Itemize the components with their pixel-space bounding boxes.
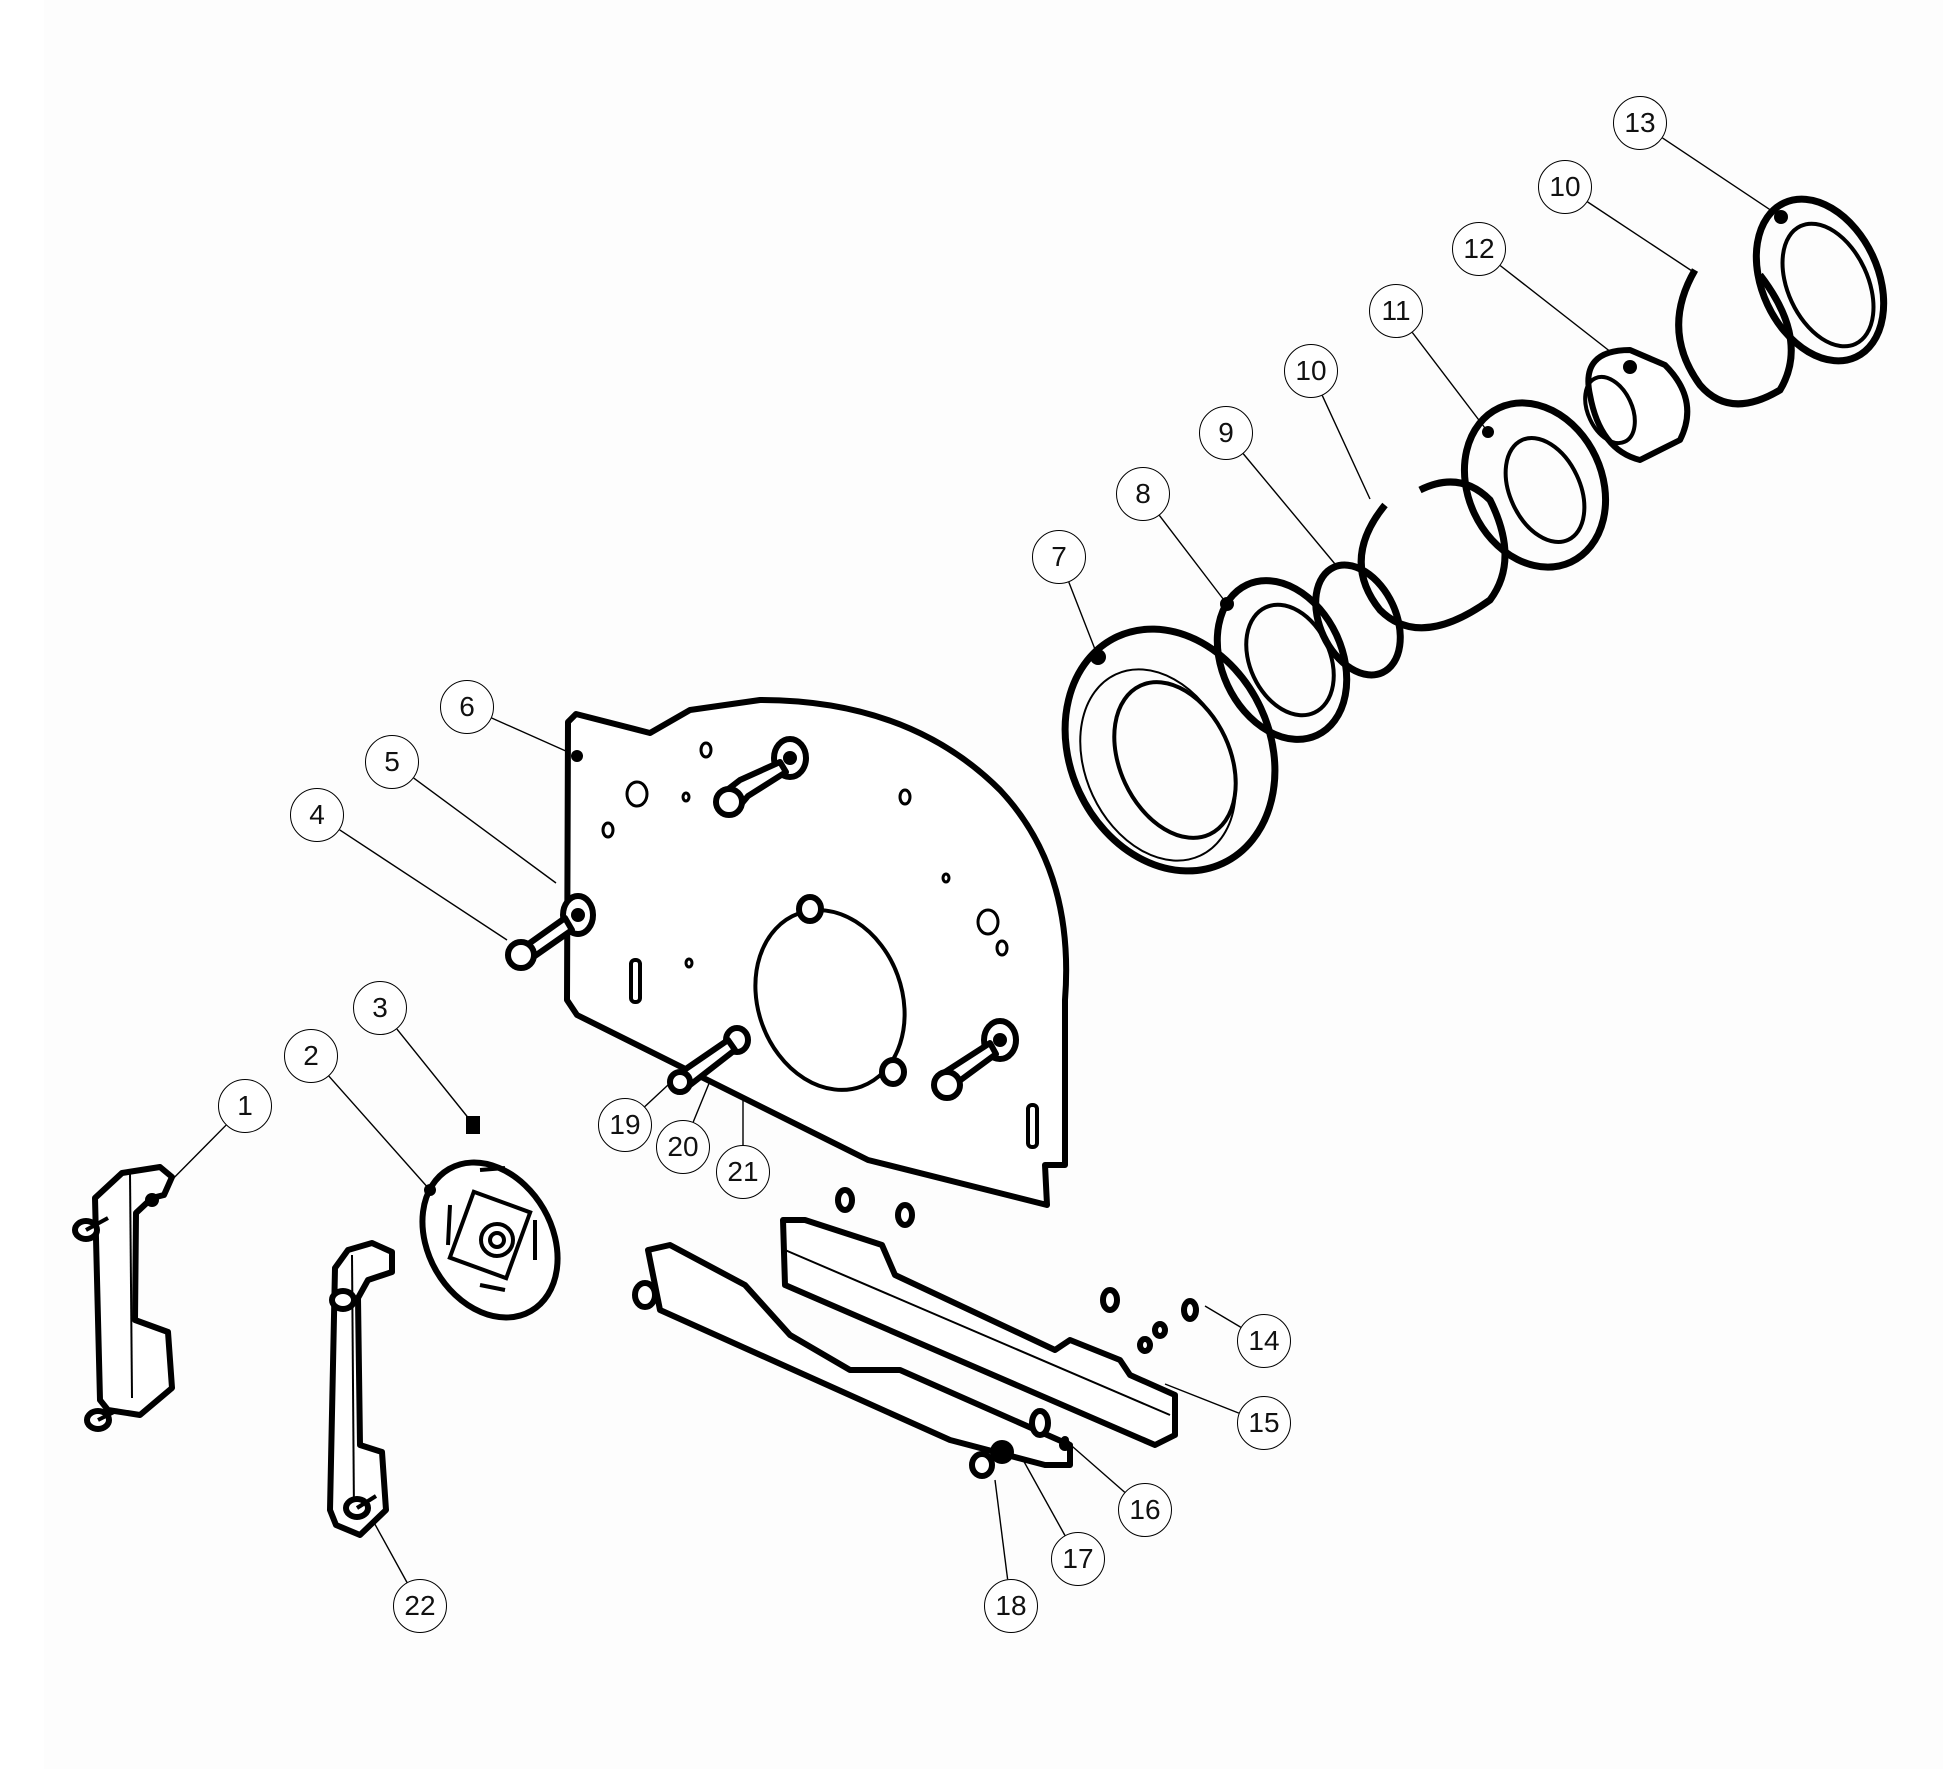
part-10-snap-ring-b xyxy=(1675,268,1795,408)
leader-line xyxy=(1411,332,1489,433)
part-12-bushing xyxy=(1583,347,1691,463)
leader-line xyxy=(1204,1305,1242,1328)
callout-19[interactable]: 19 xyxy=(598,1098,652,1152)
callout-12[interactable]: 12 xyxy=(1452,222,1506,276)
callout-4[interactable]: 4 xyxy=(290,788,344,842)
leader-line xyxy=(692,1080,711,1123)
callout-22[interactable]: 22 xyxy=(393,1579,447,1633)
part-13-retaining-ring xyxy=(1752,195,1888,365)
leader-line xyxy=(1662,137,1782,218)
part-11-bearing xyxy=(1460,399,1610,571)
leader-line xyxy=(1064,1439,1126,1493)
leader-line xyxy=(1242,453,1336,565)
callout-2[interactable]: 2 xyxy=(284,1029,338,1083)
callout-16[interactable]: 16 xyxy=(1118,1483,1172,1537)
part-9-o-ring xyxy=(1312,561,1404,679)
callout-1[interactable]: 1 xyxy=(218,1079,272,1133)
leader-line xyxy=(1021,1457,1066,1536)
leader-line xyxy=(413,777,557,884)
callout-3[interactable]: 3 xyxy=(353,981,407,1035)
part-6-mounting-plate xyxy=(505,697,1070,1208)
callout-17[interactable]: 17 xyxy=(1051,1532,1105,1586)
callout-10-b[interactable]: 10 xyxy=(1538,160,1592,214)
callout-21[interactable]: 21 xyxy=(716,1145,770,1199)
callout-18[interactable]: 18 xyxy=(984,1579,1038,1633)
leader-lines xyxy=(151,137,1782,1583)
leader-line xyxy=(328,1075,431,1191)
part-16-lower-rail xyxy=(632,1242,1073,1468)
callout-13[interactable]: 13 xyxy=(1613,96,1667,150)
callout-9[interactable]: 9 xyxy=(1199,406,1253,460)
callout-15[interactable]: 15 xyxy=(1237,1396,1291,1450)
leader-line xyxy=(1321,395,1371,500)
callout-14[interactable]: 14 xyxy=(1237,1314,1291,1368)
leader-line xyxy=(994,1479,1009,1580)
callout-10-a[interactable]: 10 xyxy=(1284,344,1338,398)
leader-line xyxy=(491,717,578,757)
callout-6[interactable]: 6 xyxy=(440,680,494,734)
callout-5[interactable]: 5 xyxy=(365,735,419,789)
part-1-bracket xyxy=(72,1164,175,1432)
leader-line xyxy=(644,1084,669,1108)
part-15-rail xyxy=(780,1217,1178,1448)
callout-20[interactable]: 20 xyxy=(656,1120,710,1174)
part-2-round-cover xyxy=(419,1116,561,1321)
part-22-bracket-with-screw xyxy=(327,1240,395,1538)
leader-line xyxy=(1158,515,1228,605)
leader-line xyxy=(1068,581,1099,658)
callout-11[interactable]: 11 xyxy=(1369,284,1423,338)
leader-line xyxy=(339,829,508,941)
leader-line xyxy=(1164,1383,1240,1414)
leader-line xyxy=(1587,201,1693,272)
leader-line xyxy=(396,1028,471,1121)
part-14-17-18-fasteners xyxy=(835,1187,1199,1479)
callout-8[interactable]: 8 xyxy=(1116,467,1170,521)
part-7-flange-housing xyxy=(1061,625,1279,875)
part-10-snap-ring-a xyxy=(1357,478,1509,632)
callout-7[interactable]: 7 xyxy=(1032,530,1086,584)
